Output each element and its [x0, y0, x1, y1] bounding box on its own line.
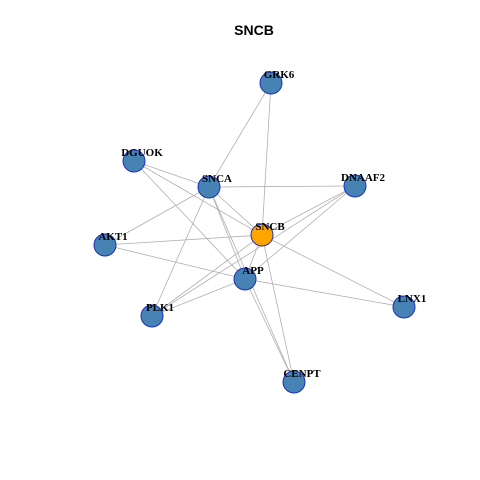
node-akt1: [93, 233, 117, 257]
node-lnx1: [392, 295, 416, 319]
diagram-title: SNCB: [234, 22, 274, 38]
edge-snca-akt1: [104, 186, 210, 246]
node-label-lnx1: LNX1: [398, 293, 427, 305]
edge-sncb-akt1: [104, 234, 263, 246]
node-label-cenpt: CENPT: [283, 368, 321, 380]
edge-dguok-app: [133, 160, 246, 280]
node-label-dguok: DGUOK: [121, 147, 163, 159]
edge-grk6-snca: [208, 82, 272, 188]
nodes-layer: [93, 71, 416, 394]
edge-dguok-snca: [133, 160, 210, 188]
edge-sncb-lnx1: [261, 234, 405, 308]
edge-snca-sncb: [208, 186, 263, 236]
node-sncb: [250, 223, 274, 247]
node-label-app: APP: [242, 265, 264, 277]
edge-snca-plk1: [151, 186, 210, 317]
edge-snca-dnaaf2: [208, 185, 356, 188]
node-dnaaf2: [343, 174, 367, 198]
node-label-sncb: SNCB: [255, 221, 285, 233]
edge-dnaaf2-app: [244, 185, 356, 280]
node-label-snca: SNCA: [202, 173, 232, 185]
node-label-dnaaf2: DNAAF2: [341, 172, 385, 184]
edge-snca-app: [208, 186, 246, 280]
node-dguok: [122, 149, 146, 173]
node-label-grk6: GRK6: [264, 69, 295, 81]
edge-grk6-sncb: [261, 82, 272, 236]
edge-dnaaf2-sncb: [261, 185, 356, 236]
edge-dguok-sncb: [133, 160, 263, 236]
edge-sncb-cenpt: [261, 234, 295, 383]
edge-sncb-plk1: [151, 234, 263, 317]
node-app: [233, 267, 257, 291]
node-snca: [197, 175, 221, 199]
node-label-akt1: AKT1: [98, 231, 127, 243]
edge-app-cenpt: [244, 278, 295, 383]
edge-dnaaf2-plk1: [151, 185, 356, 317]
edge-app-plk1: [151, 278, 246, 317]
node-cenpt: [282, 370, 306, 394]
edge-akt1-app: [104, 244, 246, 280]
node-label-plk1: PLK1: [146, 302, 174, 314]
edge-app-lnx1: [244, 278, 405, 308]
node-plk1: [140, 304, 164, 328]
edges-layer: [104, 82, 405, 383]
node-grk6: [259, 71, 283, 95]
